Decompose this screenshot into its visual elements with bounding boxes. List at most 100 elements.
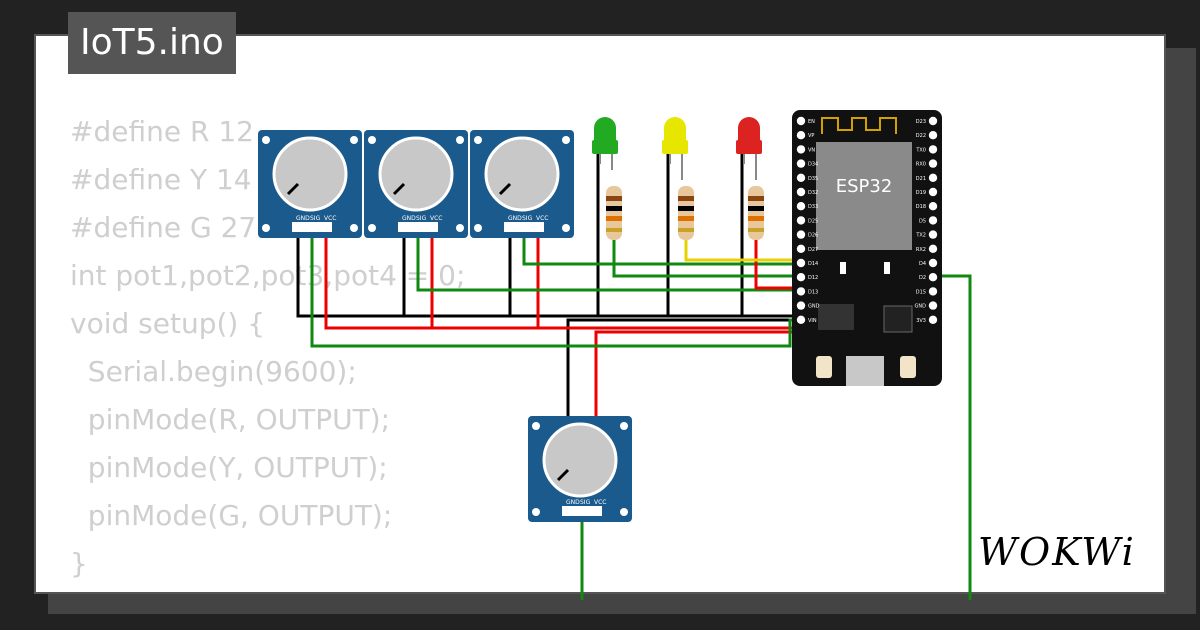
potentiometer-3[interactable]: GND SIG VCC [470,130,574,238]
pin-hole[interactable] [796,159,806,168]
resistor-2[interactable] [678,186,694,240]
pin-label: D18 [916,204,926,210]
red-led[interactable] [736,117,762,180]
pin-label-sig: SIG [310,215,321,222]
pin-hole[interactable] [796,244,806,253]
code-line: #define Y 14 [70,163,252,196]
pin-label-vcc: VCC [594,499,606,506]
pin-label: TX0 [915,147,926,153]
pin-label: D14 [808,261,818,267]
wire-vcc [324,228,932,330]
pin-hole[interactable] [928,301,938,310]
pin-label-vcc: VCC [536,215,548,222]
pin-label: GND [808,304,820,310]
pin-label-vcc: VCC [324,215,336,222]
pin-label: VIN [808,318,817,324]
code-line: pinMode(Y, OUTPUT); [70,451,388,484]
potentiometer-2[interactable]: GND SIG VCC [364,130,468,238]
yellow-led[interactable] [662,117,688,180]
pin-label-gnd: GND [402,215,416,222]
pin-label-sig: SIG [580,499,591,506]
pin-hole[interactable] [928,145,938,154]
pin-label: D23 [916,119,926,125]
pin-hole[interactable] [796,230,806,239]
code-line: } [70,547,88,580]
potentiometer-1[interactable]: GND SIG VCC [258,130,362,238]
pin-label: D35 [808,176,818,182]
pin-hole[interactable] [796,273,806,282]
pin-hole[interactable] [928,315,938,324]
code-line: Serial.begin(9600); [70,355,357,388]
pin-label: D22 [916,133,926,139]
pin-label: D13 [808,289,818,295]
pin-hole[interactable] [928,230,938,239]
pin-label: 3V3 [916,318,926,324]
pin-hole[interactable] [928,116,938,126]
pin-label: VP [808,133,814,139]
esp32-board[interactable]: ESP32 ENVPVND34D35D32D33D25D26D27D14D12D… [792,110,942,386]
pin-hole[interactable] [796,301,806,310]
pin-label: D33 [808,204,818,210]
pin-label: TX2 [915,233,926,239]
pin-label: D32 [808,190,818,196]
pin-label: VN [808,147,815,153]
code-line: #define R 12 [70,115,254,148]
pin-hole[interactable] [928,258,938,268]
pin-hole[interactable] [928,216,938,225]
pin-hole[interactable] [796,187,806,197]
code-line: #define G 27 [70,211,257,244]
pin-hole[interactable] [796,145,806,154]
pin-label: D34 [808,162,818,168]
wire-sig [416,228,932,292]
code-line: pinMode(R, OUTPUT); [70,403,391,436]
potentiometer-4[interactable]: GND SIG VCC [528,416,632,522]
pin-label: RX0 [916,162,926,168]
green-led[interactable] [592,117,618,170]
pin-hole[interactable] [928,187,938,197]
pin-label: D4 [919,261,926,267]
wire-led-red [754,240,798,290]
pin-hole[interactable] [928,131,938,140]
pin-hole[interactable] [928,287,938,296]
pin-label: RX2 [916,247,926,253]
esp32-label: ESP32 [836,176,893,197]
pin-label-gnd: GND [566,499,580,506]
pin-label: D5 [919,218,926,224]
code-line: int pot1,pot2,pot3,pot4 = 0; [70,259,466,292]
pin-label: D12 [808,275,818,281]
project-title[interactable]: IoT5.ino [68,12,236,74]
resistor-1[interactable] [606,186,622,240]
pin-label: D19 [916,190,926,196]
pin-label: D26 [808,233,818,239]
pin-hole[interactable] [796,173,806,182]
pin-hole[interactable] [796,258,806,268]
pin-hole[interactable] [928,273,938,282]
pin-hole[interactable] [928,244,938,253]
pin-hole[interactable] [796,287,806,296]
pin-hole[interactable] [796,131,806,140]
pin-hole[interactable] [796,315,806,324]
wokwi-logo[interactable]: WOKWi [978,530,1136,574]
pin-label-gnd: GND [508,215,522,222]
pin-label: D27 [808,247,818,253]
pin-label: D21 [916,176,926,182]
pin-hole[interactable] [796,202,806,211]
pin-hole[interactable] [928,159,938,168]
resistor-3[interactable] [748,186,764,240]
pin-hole[interactable] [796,216,806,225]
pin-label: GND [915,304,927,310]
wire-led-yellow [684,240,798,262]
pin-label: D15 [916,289,926,295]
pin-label: D2 [919,275,926,281]
pin-label: EN [808,119,815,125]
code-line: pinMode(G, OUTPUT); [70,499,393,532]
pin-hole[interactable] [796,116,806,126]
pin-hole[interactable] [928,173,938,182]
pin-label-vcc: VCC [430,215,442,222]
pin-label: D25 [808,218,818,224]
pin-hole[interactable] [928,202,938,211]
pin-label-sig: SIG [416,215,427,222]
